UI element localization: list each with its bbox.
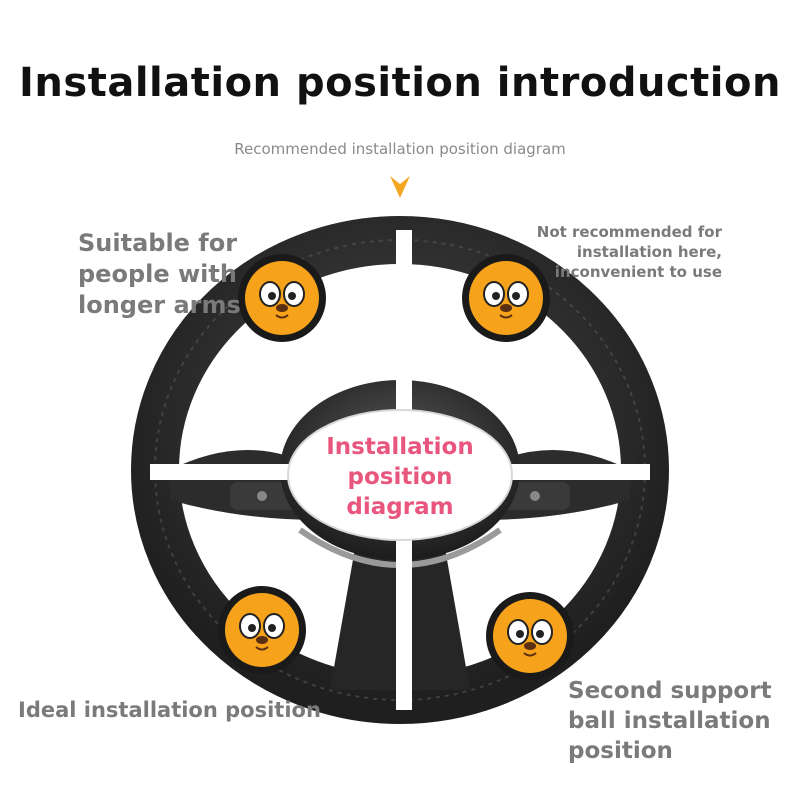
support-ball-bottom-right [484, 590, 576, 682]
support-ball-icon [486, 592, 574, 680]
support-ball-top-left [236, 252, 328, 344]
center-label: Installation position diagram [326, 434, 474, 520]
down-arrow-icon [390, 176, 410, 198]
support-ball-bottom-left [216, 584, 308, 676]
label-bottom-right: Second support ball installation positio… [568, 678, 772, 764]
support-ball-icon [218, 586, 306, 674]
support-ball-top-right [460, 252, 552, 344]
page-title: Installation position introduction [19, 60, 781, 106]
label-bottom-left: Ideal installation position [18, 698, 321, 722]
support-ball-icon [238, 254, 326, 342]
label-top-right: Not recommended for installation here, i… [536, 223, 722, 281]
label-top-left: Suitable for people with longer arms [78, 229, 241, 319]
page-subtitle: Recommended installation position diagra… [234, 140, 566, 158]
support-ball-icon [462, 254, 550, 342]
